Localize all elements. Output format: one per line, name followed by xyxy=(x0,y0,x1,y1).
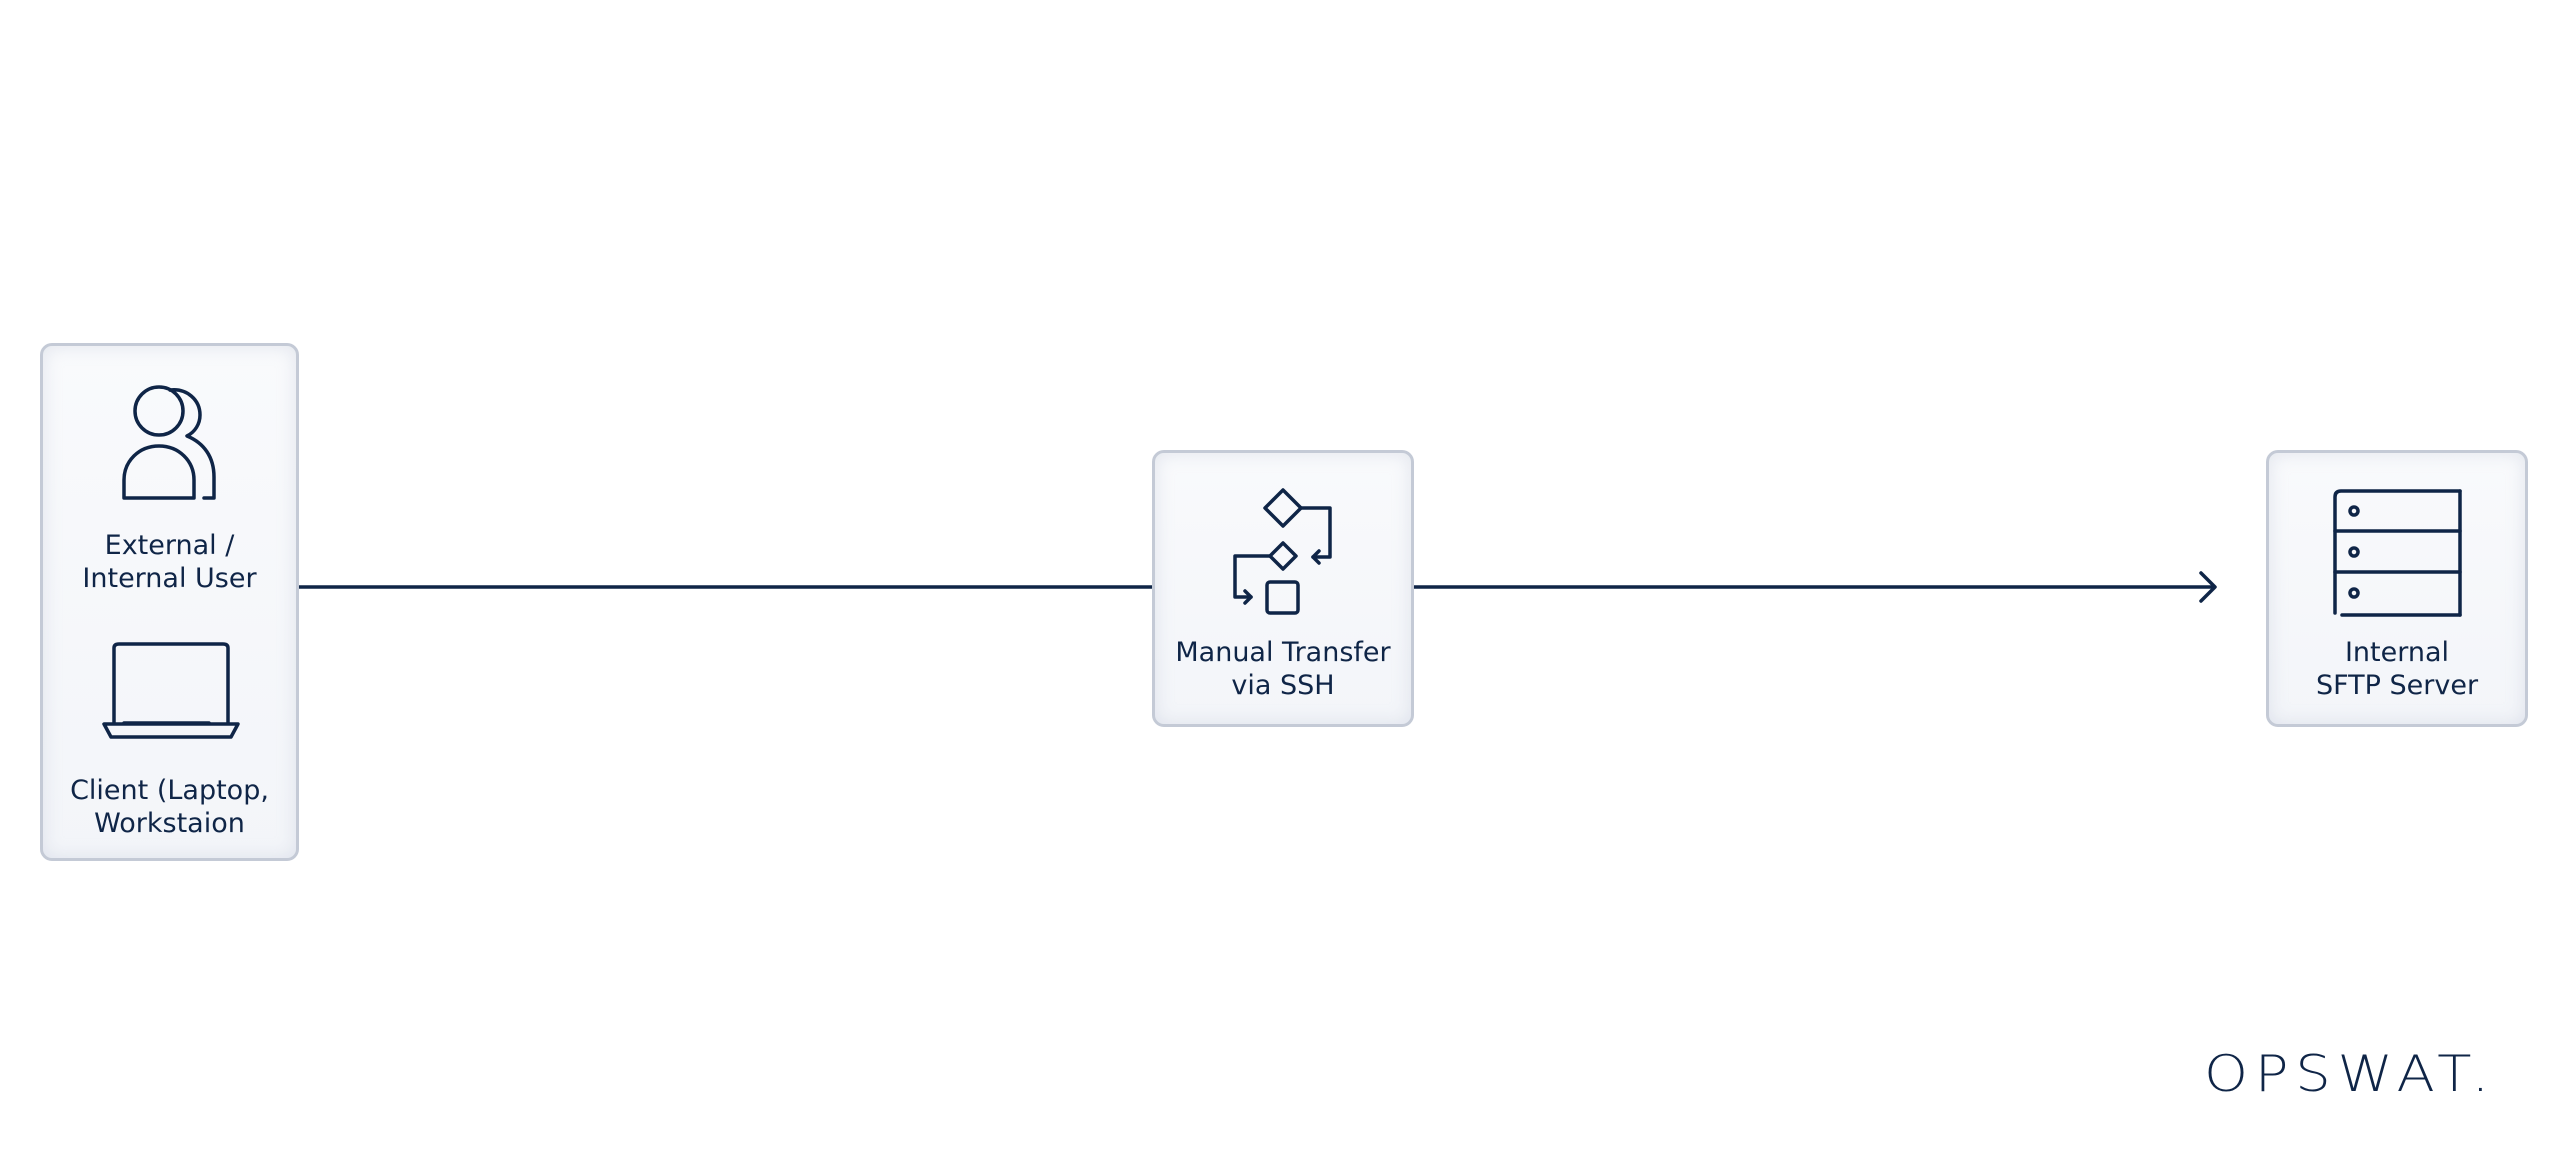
opswat-logo: OPSWAT. xyxy=(2204,1047,2496,1099)
users-icon xyxy=(122,385,216,500)
server-icon xyxy=(2333,489,2462,617)
user-client-node: External / Internal User Client (Laptop,… xyxy=(40,343,299,861)
client-label: Client (Laptop, Workstaion xyxy=(70,775,269,839)
svg-text:OPSWAT.: OPSWAT. xyxy=(2204,1047,2496,1099)
user-label: External / Internal User xyxy=(82,530,257,594)
manual-transfer-node: Manual Transfer via SSH xyxy=(1152,450,1414,727)
laptop-icon xyxy=(102,642,240,739)
arrowhead-icon xyxy=(2199,571,2217,603)
server-label: Internal SFTP Server xyxy=(2315,637,2479,701)
transfer-label: Manual Transfer via SSH xyxy=(1175,637,1391,701)
workflow-icon xyxy=(1233,488,1332,615)
sftp-server-node: Internal SFTP Server xyxy=(2266,450,2528,727)
